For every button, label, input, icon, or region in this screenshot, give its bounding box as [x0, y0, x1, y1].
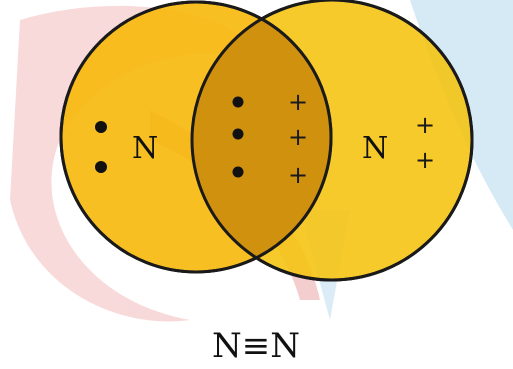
formula-label: N≡N: [212, 326, 300, 366]
left-lone-electron: [95, 121, 107, 133]
right-lone-electron: +: [415, 111, 435, 139]
shared-overlap-region: [192, 2, 331, 272]
left-lone-electron: [95, 161, 107, 173]
shared-electron-dot: [232, 96, 244, 108]
shared-electron-dot: [232, 166, 244, 178]
shared-electron-dot: [232, 128, 244, 140]
left-atom-symbol: N: [132, 131, 158, 166]
shared-electron-plus: +: [288, 161, 308, 189]
right-atom-outline: [190, 0, 474, 282]
left-atom-outline: [59, 0, 333, 274]
right-lone-electron: +: [415, 146, 435, 174]
right-atom-symbol: N: [362, 131, 388, 166]
shared-electron-plus: +: [288, 123, 308, 151]
shared-electron-plus: +: [288, 88, 308, 116]
